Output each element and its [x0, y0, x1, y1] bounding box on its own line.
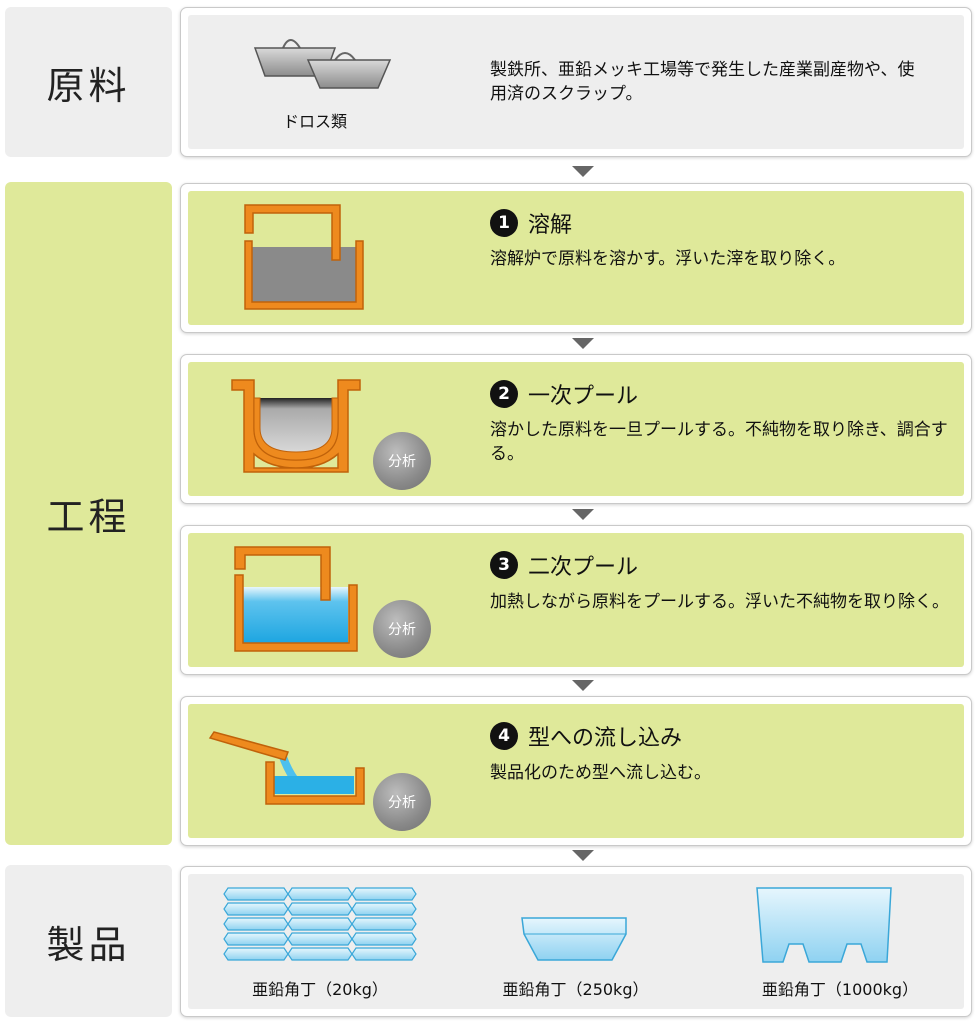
analysis-badge: 分析: [373, 773, 431, 831]
analysis-badge: 分析: [373, 432, 431, 490]
arrow-down-icon: [572, 850, 594, 861]
section-label-product: 製品: [5, 865, 172, 1017]
ingot-250kg-icon: [521, 917, 627, 961]
step-number-badge: 1: [490, 209, 518, 237]
step-description-1: 溶解炉で原料を溶かす。浮いた滓を取り除く。: [490, 249, 846, 269]
step-title-text: 溶解: [528, 213, 573, 238]
step-number-badge: 2: [490, 380, 518, 408]
step-description-3: 加熱しながら原料をプールする。浮いた不純物を取り除く。: [490, 592, 949, 612]
product-label-1000kg: 亜鉛角丁（1000kg）: [761, 980, 919, 999]
raw-icon-label: ドロス類: [282, 112, 347, 131]
step-card-4: [180, 696, 972, 846]
arrow-down-icon: [572, 509, 594, 520]
analysis-badge: 分析: [373, 600, 431, 658]
step-title-text: 二次プール: [528, 555, 639, 580]
section-label-raw: 原料: [5, 7, 172, 157]
step-panel-4: [188, 704, 964, 838]
step-title-2: 2 一次プール: [490, 378, 638, 410]
mold-pouring-icon: [208, 731, 365, 805]
step-title-4: 4 型への流し込み: [490, 720, 682, 752]
step-title-text: 型への流し込み: [528, 726, 683, 751]
product-label-20kg: 亜鉛角丁（20kg）: [252, 980, 388, 999]
step-title-text: 一次プール: [528, 384, 639, 409]
dross-buckets-icon: [253, 39, 392, 89]
melting-furnace-icon: [244, 204, 364, 310]
step-number-badge: 4: [490, 722, 518, 750]
step-number-badge: 3: [490, 551, 518, 579]
raw-material-card: [180, 7, 972, 157]
step-description-2: 溶かした原料を一旦プールする。不純物を取り除き、調合する。: [490, 420, 948, 464]
secondary-pool-icon: [234, 546, 358, 652]
step-title-3: 3 二次プール: [490, 549, 638, 581]
step-description-4: 製品化のため型へ流し込む。: [490, 763, 711, 783]
ingot-1000kg-icon: [756, 887, 892, 963]
product-label-250kg: 亜鉛角丁（250kg）: [502, 980, 649, 999]
arrow-down-icon: [572, 166, 594, 177]
raw-description: 製鉄所、亜鉛メッキ工場等で発生した産業副産物や、使用済のスクラップ。: [490, 60, 915, 104]
arrow-down-icon: [572, 680, 594, 691]
ingot-stack-20kg-icon: [223, 887, 417, 961]
section-label-process: 工程: [5, 182, 172, 845]
step-title-1: 1 溶解: [490, 207, 572, 239]
arrow-down-icon: [572, 338, 594, 349]
primary-pool-icon: [231, 379, 361, 473]
